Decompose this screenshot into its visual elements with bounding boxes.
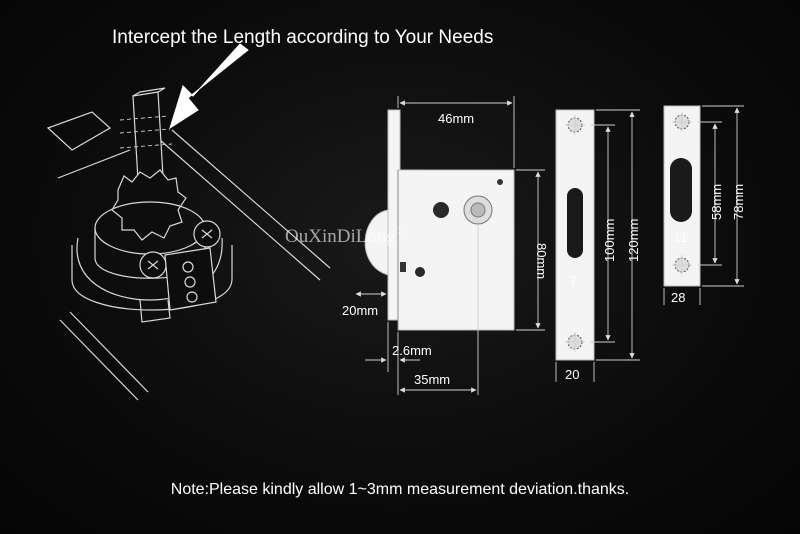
- dim-faceplate-outer: 120mm: [626, 219, 641, 262]
- note: Note:Please kindly allow 1~3mm measureme…: [170, 481, 630, 498]
- dim-body-width: 46mm: [438, 111, 474, 126]
- strike-plate: [663, 105, 701, 287]
- lock-body: [364, 109, 515, 331]
- dim-strike-inner: 58mm: [709, 184, 724, 220]
- spindle-drawing: [46, 43, 331, 401]
- arrow-icon: [169, 43, 249, 130]
- dim-strike-outer: 78mm: [731, 184, 746, 220]
- dim-latch: 20mm: [342, 303, 378, 318]
- watermark: OuXinDiLong®: [285, 226, 403, 248]
- dim-body-height: 80mm: [534, 243, 549, 279]
- faceplate-dimensions: [555, 109, 640, 382]
- dim-faceplate-inner: 100mm: [602, 219, 617, 262]
- lock-dimensions: [355, 96, 545, 395]
- dim-plate-thickness: 2.6mm: [392, 343, 432, 358]
- dim-strike-slot: 11: [674, 230, 688, 245]
- dim-strike-width: 28: [671, 290, 685, 305]
- faceplate: [555, 109, 595, 361]
- heading: Intercept the Length according to Your N…: [112, 27, 494, 48]
- dim-faceplate-width: 20: [565, 367, 579, 382]
- registered-mark: ®: [395, 226, 404, 238]
- watermark-text: OuXinDiLong: [285, 226, 396, 247]
- strike-dimensions: [663, 105, 744, 305]
- dim-backset: 35mm: [414, 372, 450, 387]
- dim-faceplate-slot: 7: [570, 273, 577, 288]
